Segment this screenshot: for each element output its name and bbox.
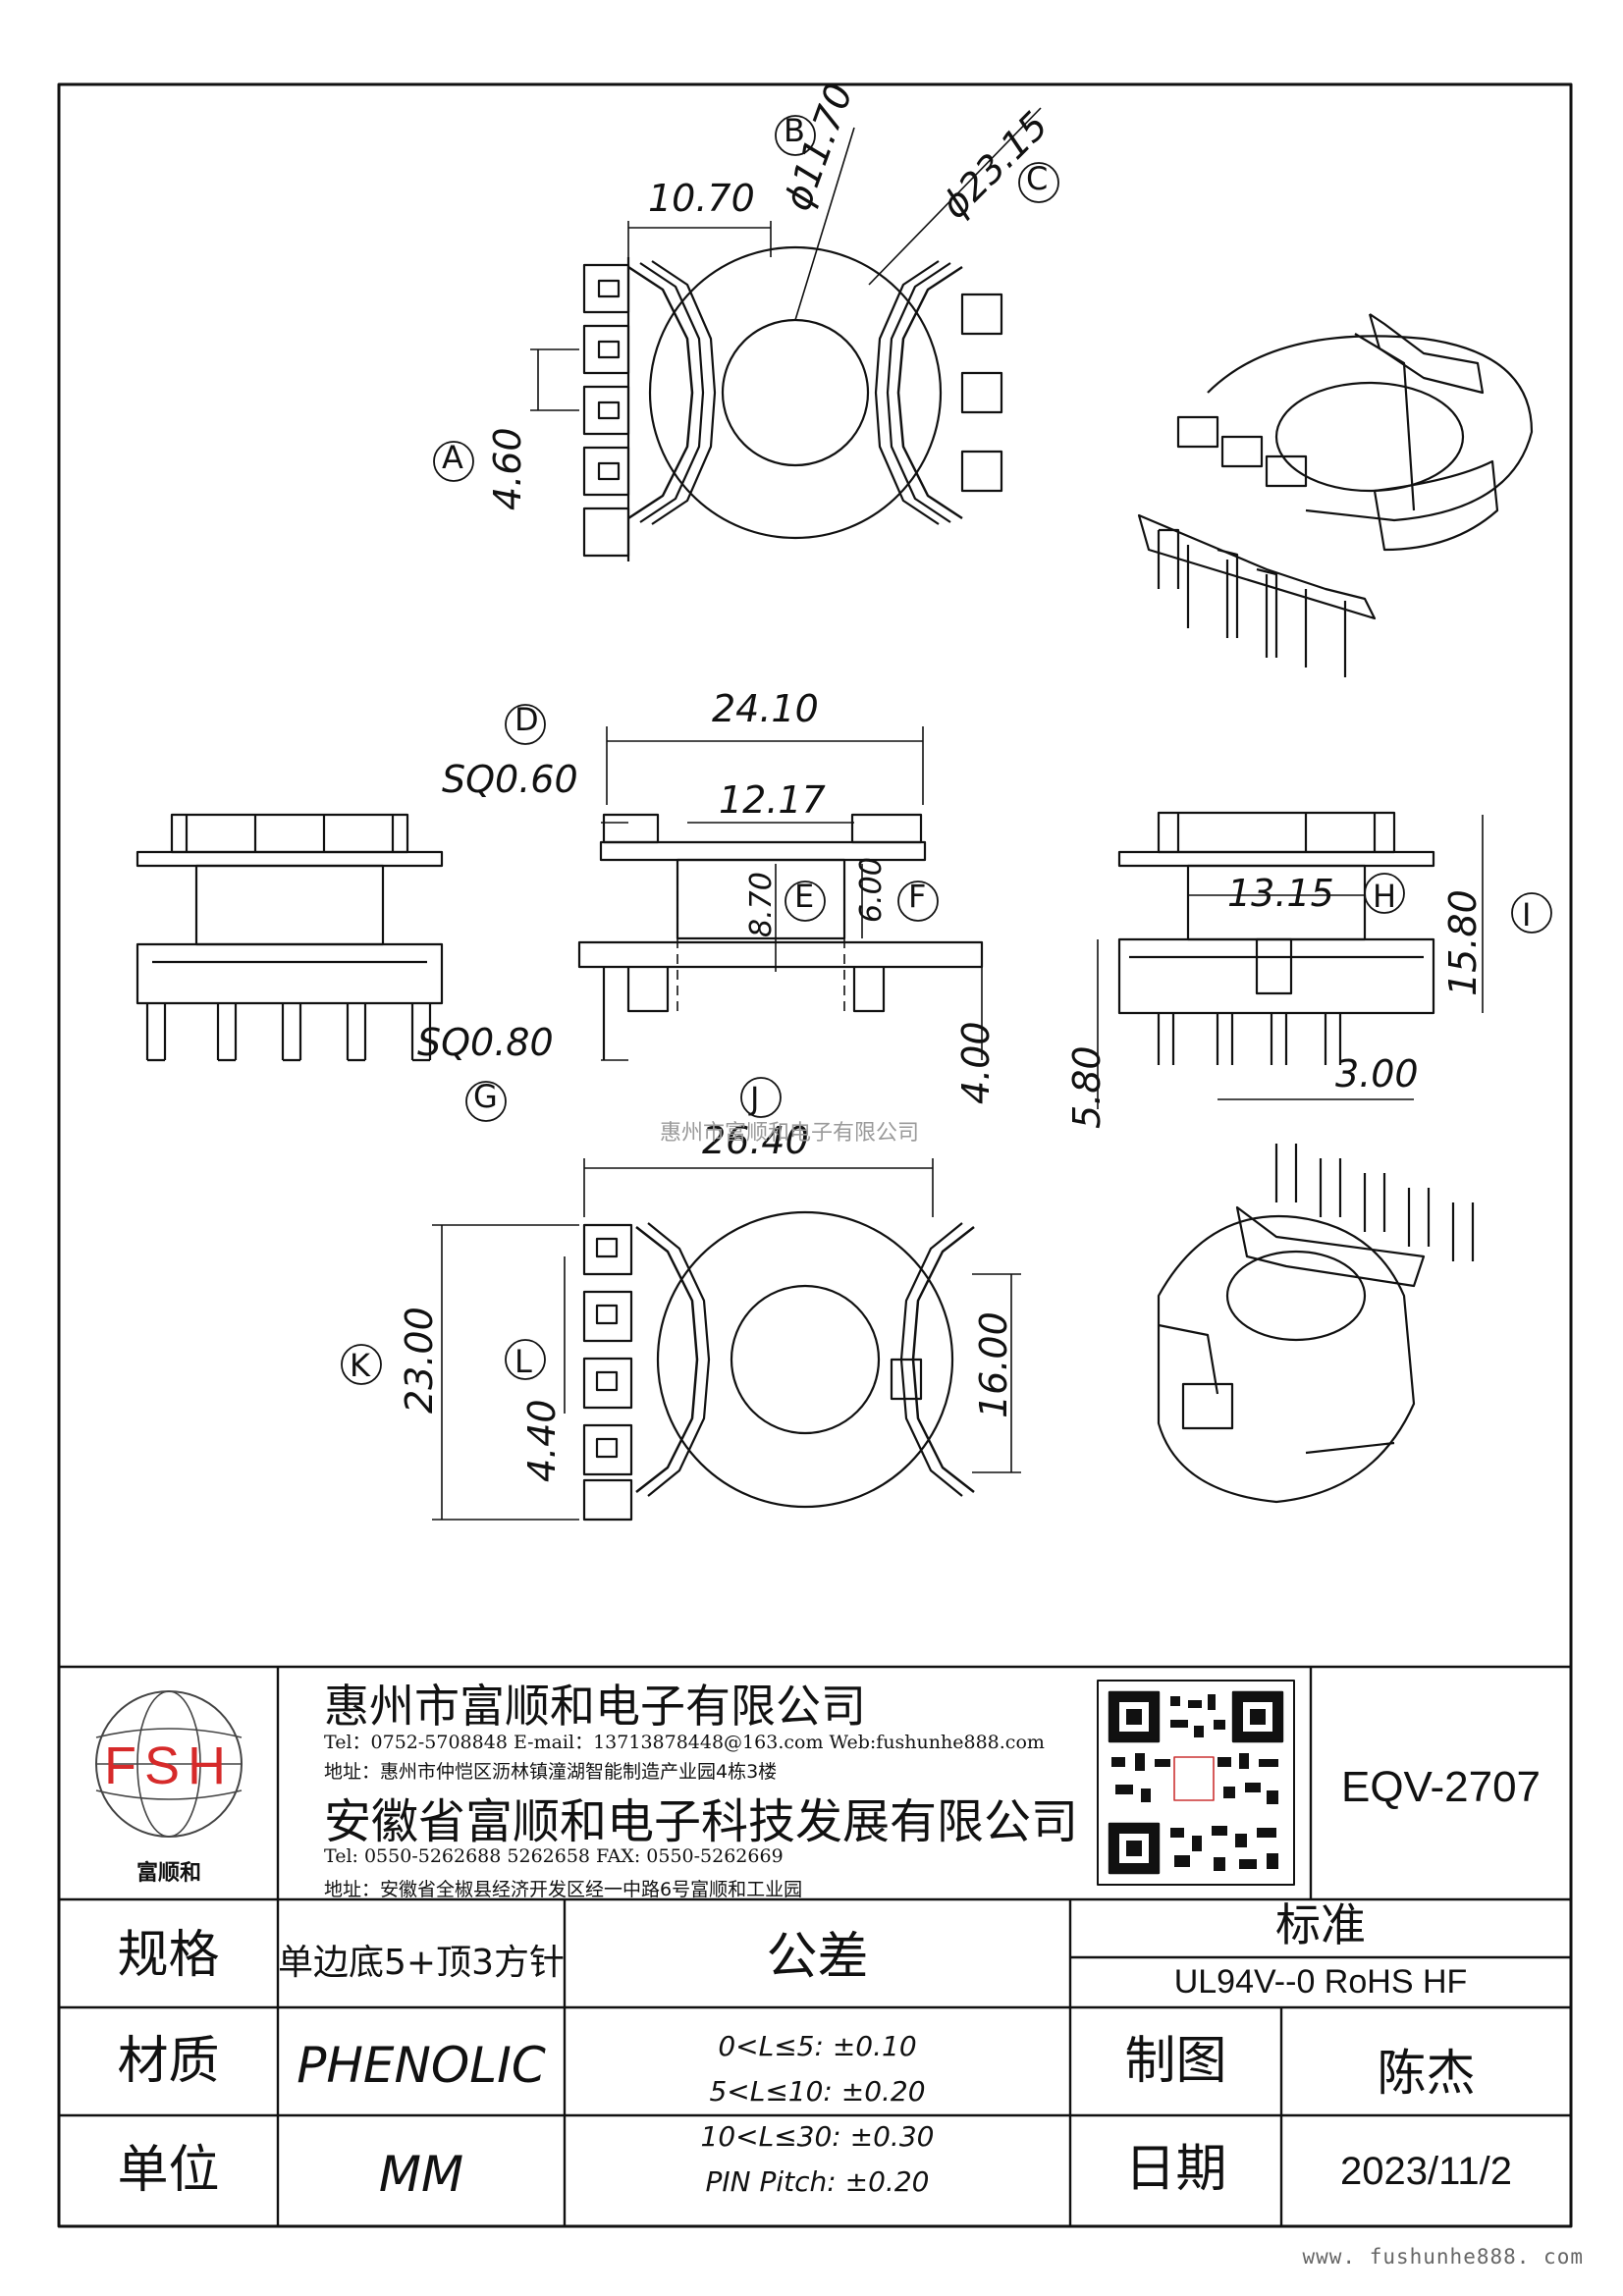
callout-k: K — [350, 1347, 370, 1384]
dim-end-pin-offset: 3.00 — [1335, 1052, 1419, 1095]
bottom-view — [341, 1077, 1021, 1522]
footer-url: www. fushunhe888. com — [1302, 2245, 1584, 2269]
unit-value: MM — [378, 2146, 464, 2203]
part-number: EQV-2707 — [1340, 1763, 1542, 1811]
callout-i: I — [1522, 896, 1532, 934]
dim-end-height: 15.80 — [1441, 889, 1485, 996]
callout-e: E — [794, 878, 815, 915]
iso-view-top — [1137, 313, 1534, 677]
section-view — [465, 704, 984, 1122]
title-block — [59, 1665, 1571, 2226]
end-view — [1097, 811, 1552, 1109]
callout-j: J — [750, 1080, 760, 1117]
company-1-address: 地址：惠州市仲恺区沥林镇潼湖智能制造产业园4栋3楼 — [324, 1761, 778, 1783]
standard-value: UL94V--0 RoHS HF — [1173, 1963, 1468, 2001]
callout-d: D — [514, 701, 539, 738]
dim-top-pitch: 4.60 — [486, 427, 529, 510]
callout-l: L — [514, 1343, 532, 1380]
dim-bottom-width: 26.40 — [702, 1119, 809, 1162]
callout-c: C — [1026, 160, 1049, 197]
date-label: 日期 — [1124, 2140, 1227, 2199]
dim-bottom-inner: 16.00 — [972, 1311, 1015, 1418]
company-2-address: 地址：安徽省全椒县经济开发区经一中路6号富顺和工业园 — [324, 1879, 803, 1900]
dim-end-base: 5.80 — [1065, 1045, 1109, 1129]
dim-bottom-pitch: 4.40 — [520, 1399, 564, 1482]
tolerance-line-3: 10<L≤30: ±0.30 — [700, 2120, 935, 2153]
dim-core-height-2: 6.00 — [854, 857, 889, 923]
company-2-name: 安徽省富顺和电子科技发展有限公司 — [324, 1794, 1079, 1849]
dim-top-width: 10.70 — [648, 177, 755, 220]
watermark: 惠州市富顺和电子有限公司 — [660, 1121, 920, 1146]
tolerance-line-1: 0<L≤5: ±0.10 — [718, 2030, 917, 2062]
material-label: 材质 — [117, 2032, 220, 2091]
dim-end-core: 13.15 — [1227, 872, 1334, 915]
dim-bottom-height: 23.00 — [398, 1307, 441, 1414]
callout-g: G — [473, 1078, 498, 1115]
callout-b: B — [784, 112, 805, 149]
iso-view-bottom — [1157, 1144, 1475, 1504]
callout-h: H — [1373, 878, 1397, 915]
dim-sq-top: SQ0.60 — [442, 758, 578, 801]
unit-label: 单位 — [117, 2141, 220, 2200]
material-value: PHENOLIC — [297, 2037, 546, 2094]
outer-frame — [57, 82, 1573, 2228]
dim-pin-length: 4.00 — [954, 1021, 998, 1104]
tolerance-line-2: 5<L≤10: ±0.20 — [709, 2075, 926, 2108]
logo-caption: 富顺和 — [135, 1861, 201, 1886]
company-1-name: 惠州市富顺和电子有限公司 — [324, 1680, 866, 1733]
spec-label: 规格 — [117, 1926, 220, 1985]
dim-side-center: 12.17 — [719, 778, 826, 822]
date-value: 2023/11/2 — [1340, 2150, 1512, 2193]
logo-text: FSH — [104, 1736, 234, 1795]
standard-label: 标准 — [1275, 1898, 1366, 1951]
front-view — [135, 813, 444, 1062]
spec-value: 单边底5+顶3方针 — [278, 1943, 565, 1983]
dim-sq-bottom: SQ0.80 — [417, 1021, 554, 1064]
top-view — [433, 107, 1059, 561]
tolerance-line-4: PIN Pitch: ±0.20 — [705, 2165, 930, 2198]
dim-side-total: 24.10 — [712, 687, 819, 730]
dim-core-height: 8.70 — [744, 872, 779, 937]
callout-a: A — [442, 439, 463, 476]
callout-f: F — [908, 878, 927, 915]
company-2-contact: Tel: 0550-5262688 5262658 FAX: 0550-5262… — [324, 1845, 784, 1867]
drawn-by-value: 陈杰 — [1377, 2045, 1476, 2102]
tolerance-label: 公差 — [766, 1928, 869, 1987]
drawn-by-label: 制图 — [1124, 2032, 1227, 2091]
company-1-contact: Tel：0752-5708848 E-mail：13713878448@163.… — [324, 1732, 1045, 1753]
